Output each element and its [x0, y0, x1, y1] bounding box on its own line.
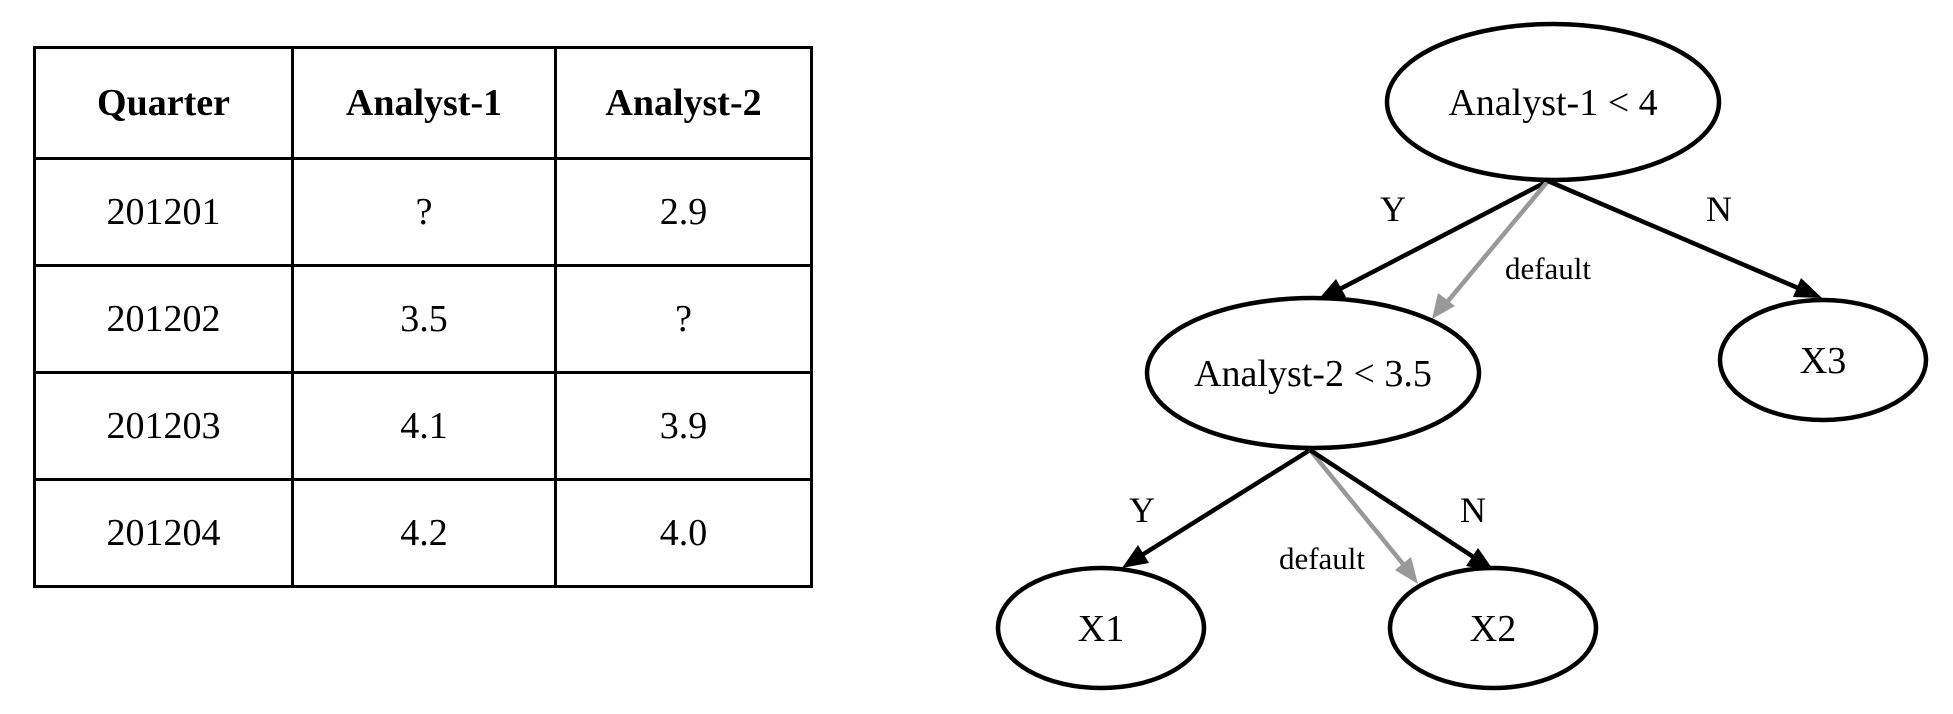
cell-analyst-1: ?: [291, 157, 557, 267]
cell-quarter: 201201: [33, 157, 294, 267]
tree-node-root: Analyst-1 < 4: [1384, 21, 1722, 183]
edge-split2-yes: [1122, 448, 1312, 568]
edge-label-split2-yes: Y: [1129, 490, 1155, 530]
edge-split2-no: [1308, 448, 1494, 571]
table-row: 201202 3.5 ?: [33, 264, 813, 374]
cell-analyst-2: 3.9: [554, 371, 813, 481]
column-header-analyst-1: Analyst-1: [291, 46, 557, 160]
edge-label-split2-default: default: [1279, 541, 1365, 576]
arrowhead: [1122, 545, 1149, 568]
edge-label-root-no: N: [1706, 189, 1732, 229]
table-row: 201203 4.1 3.9: [33, 371, 813, 481]
cell-quarter: 201203: [33, 371, 294, 481]
edge-root-no: [1547, 178, 1822, 298]
node-label: X3: [1800, 340, 1846, 382]
table-row: 201204 4.2 4.0: [33, 478, 813, 588]
cell-analyst-1: 4.2: [291, 478, 557, 588]
tree-node-x1: X1: [995, 565, 1207, 691]
node-label: Analyst-2 < 3.5: [1194, 353, 1432, 395]
arrowhead: [1466, 548, 1494, 571]
cell-analyst-2: 2.9: [554, 157, 813, 267]
node-label: Analyst-1 < 4: [1448, 82, 1657, 124]
cell-quarter: 201204: [33, 478, 294, 588]
column-header-analyst-2: Analyst-2: [554, 46, 813, 160]
edge-root-yes: [1317, 179, 1550, 301]
edge-root-default: [1432, 179, 1550, 319]
cell-analyst-1: 4.1: [291, 371, 557, 481]
node-label: X1: [1078, 608, 1124, 650]
edge-label-root-yes: Y: [1380, 189, 1406, 229]
arrowhead: [1395, 557, 1418, 584]
cell-analyst-2: 4.0: [554, 478, 813, 588]
tree-node-split2: Analyst-2 < 3.5: [1144, 295, 1482, 451]
tree-node-x3: X3: [1717, 297, 1929, 423]
edge-label-root-default: default: [1505, 251, 1591, 286]
cell-analyst-2: ?: [554, 264, 813, 374]
column-header-quarter: Quarter: [33, 46, 294, 160]
table-header-row: Quarter Analyst-1 Analyst-2: [33, 46, 813, 160]
cell-quarter: 201202: [33, 264, 294, 374]
tree-node-x2: X2: [1387, 565, 1599, 691]
cell-analyst-1: 3.5: [291, 264, 557, 374]
edge-split2-default: [1308, 448, 1418, 584]
arrowhead: [1432, 293, 1455, 319]
arrowhead: [1317, 279, 1346, 301]
table-row: 201201 ? 2.9: [33, 157, 813, 267]
node-label: X2: [1470, 608, 1516, 650]
data-table: Quarter Analyst-1 Analyst-2 201201 ? 2.9…: [33, 46, 813, 588]
arrowhead: [1793, 278, 1822, 298]
edge-label-split2-no: N: [1460, 490, 1486, 530]
